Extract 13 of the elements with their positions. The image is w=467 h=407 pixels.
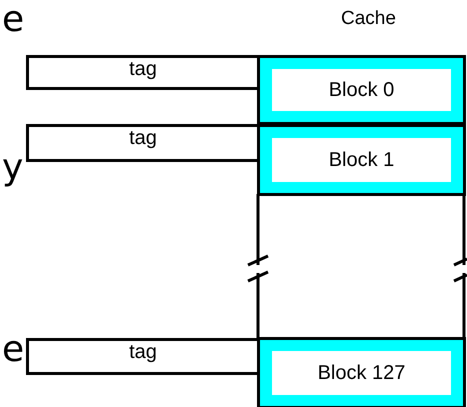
tag-field: tag [26, 55, 260, 90]
cache-block [257, 55, 466, 125]
block-label: Block 1 [272, 138, 451, 182]
column-heading: Cache [341, 9, 396, 28]
tag-field: tag [26, 124, 260, 162]
block-label: Block 127 [272, 351, 451, 395]
cache-block [257, 124, 466, 196]
block-label: Block 0 [272, 69, 451, 111]
letter-fragment: y [2, 150, 24, 186]
letter-fragment: e [2, 332, 24, 368]
cache-block [257, 337, 466, 407]
letter-fragment: e [2, 2, 24, 38]
tag-field: tag [26, 338, 260, 375]
